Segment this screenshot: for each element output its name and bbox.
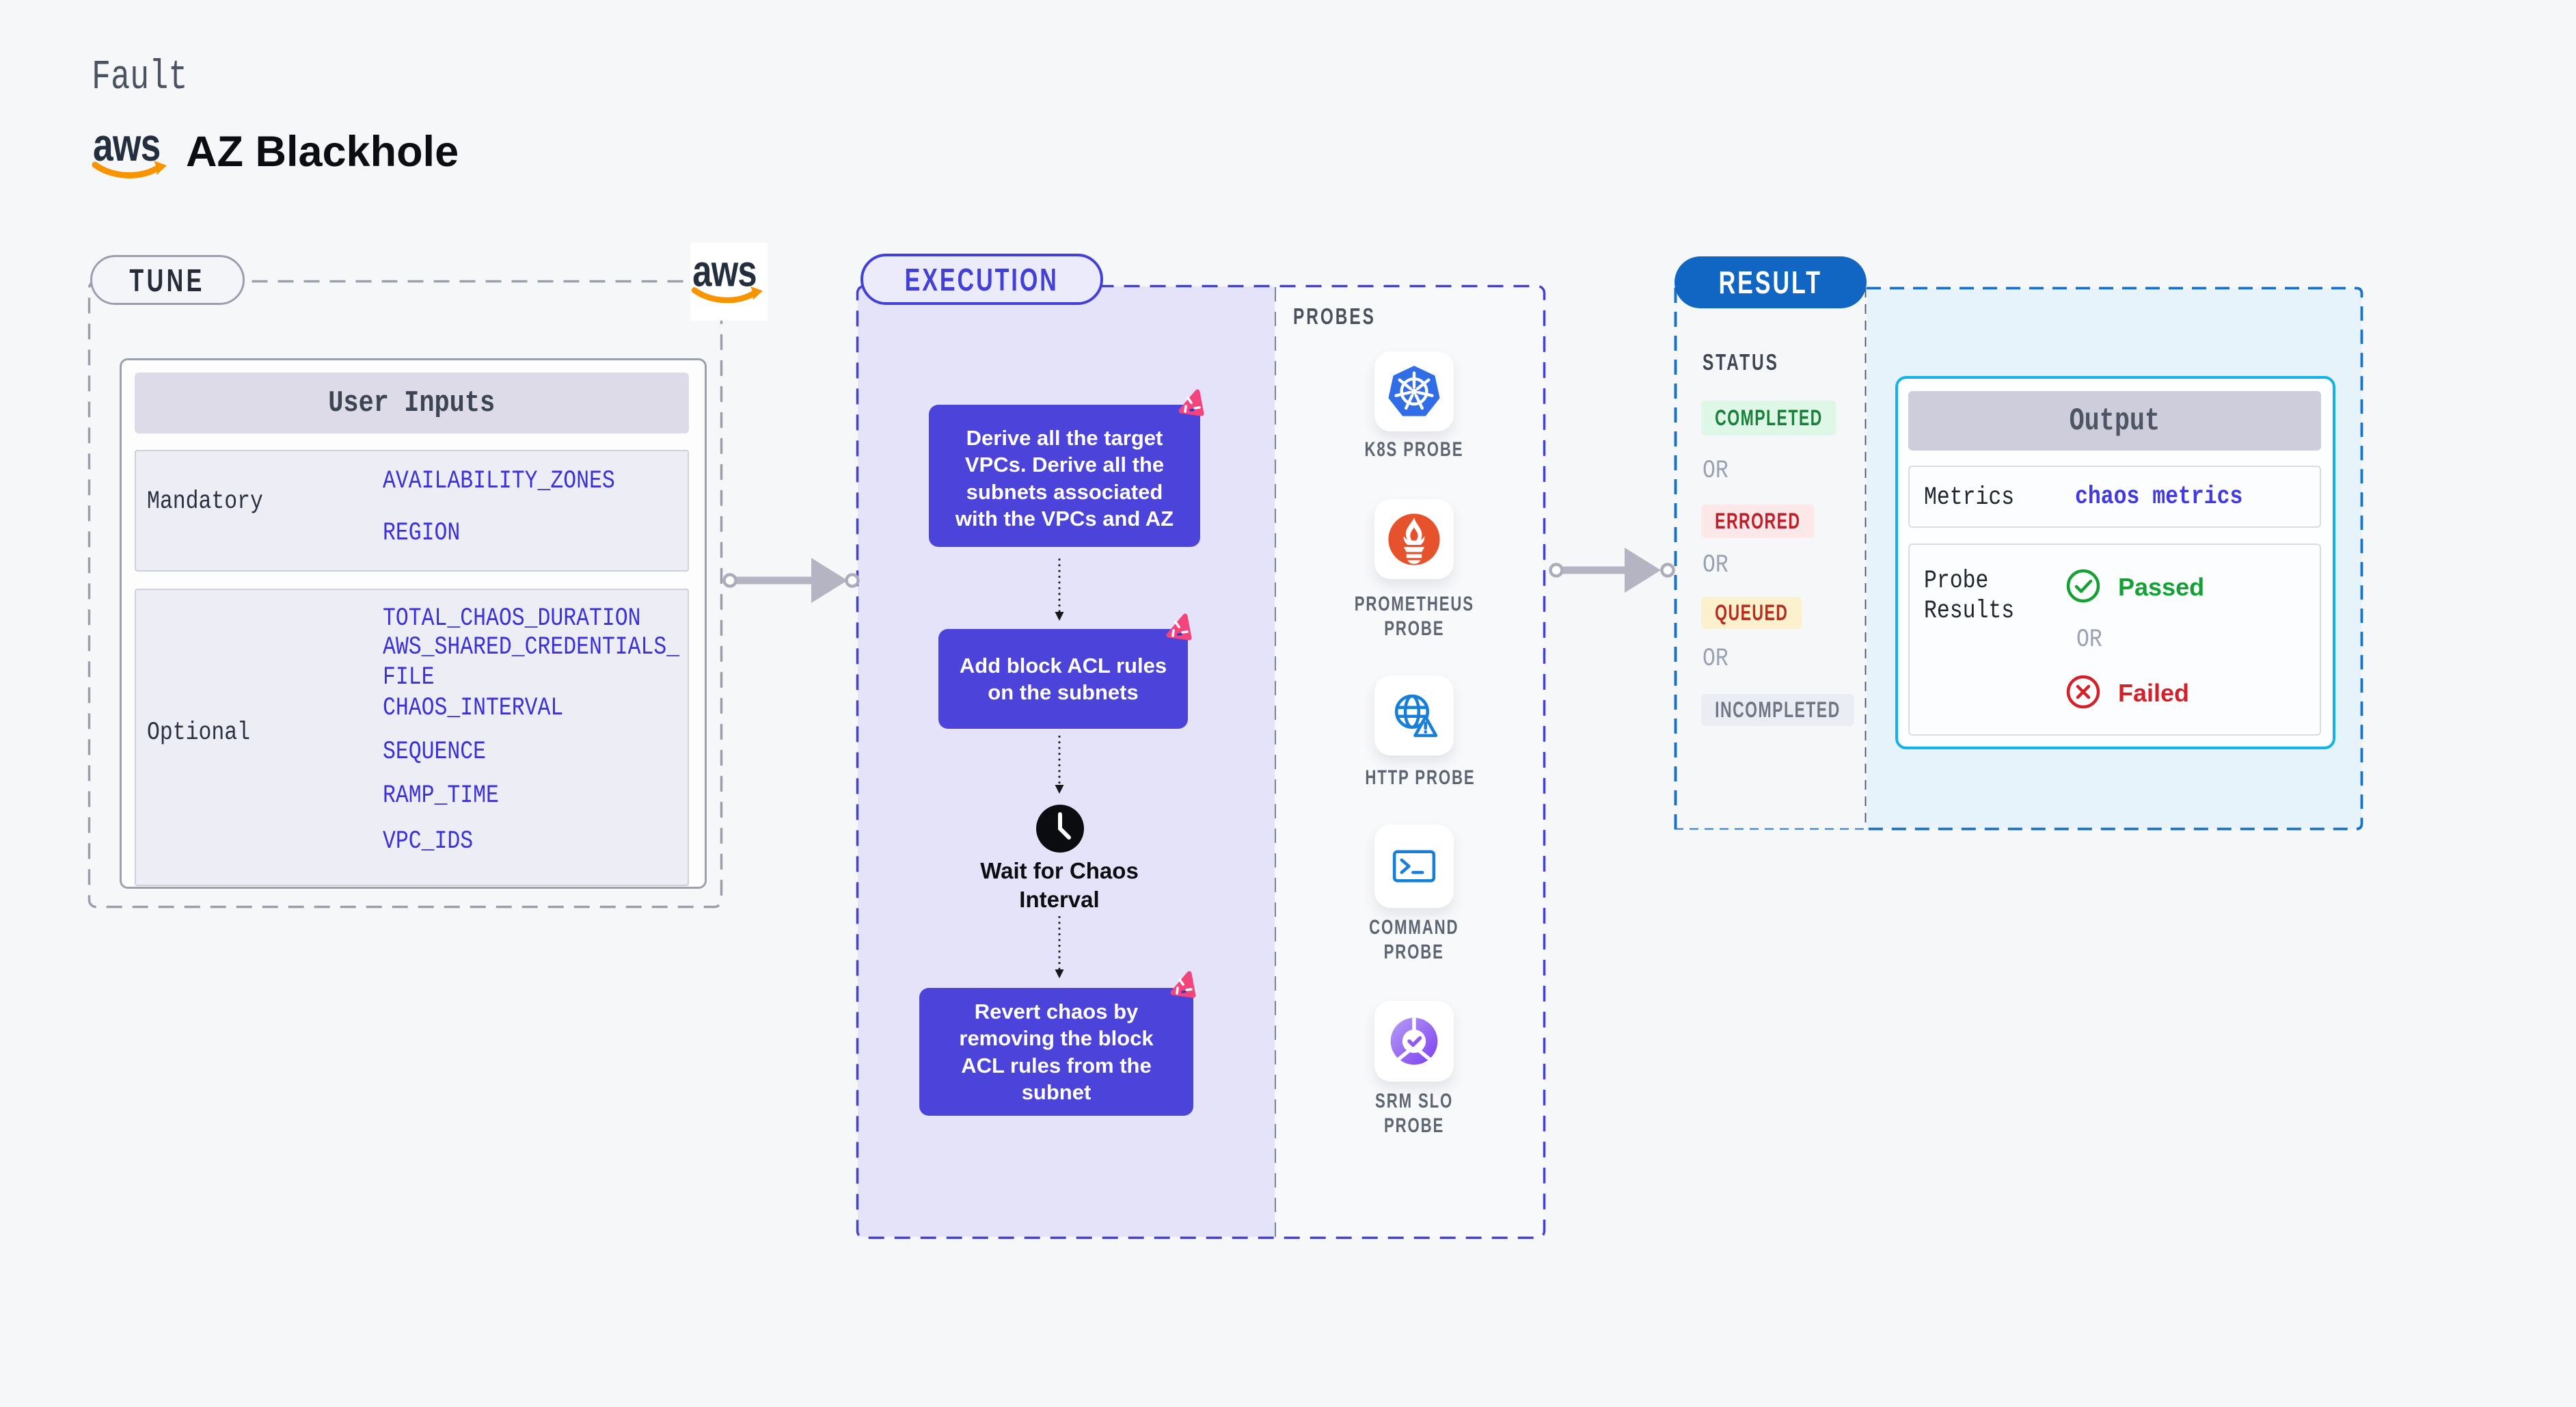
svg-text:aws: aws bbox=[93, 129, 161, 170]
svg-text:aws: aws bbox=[692, 256, 757, 296]
